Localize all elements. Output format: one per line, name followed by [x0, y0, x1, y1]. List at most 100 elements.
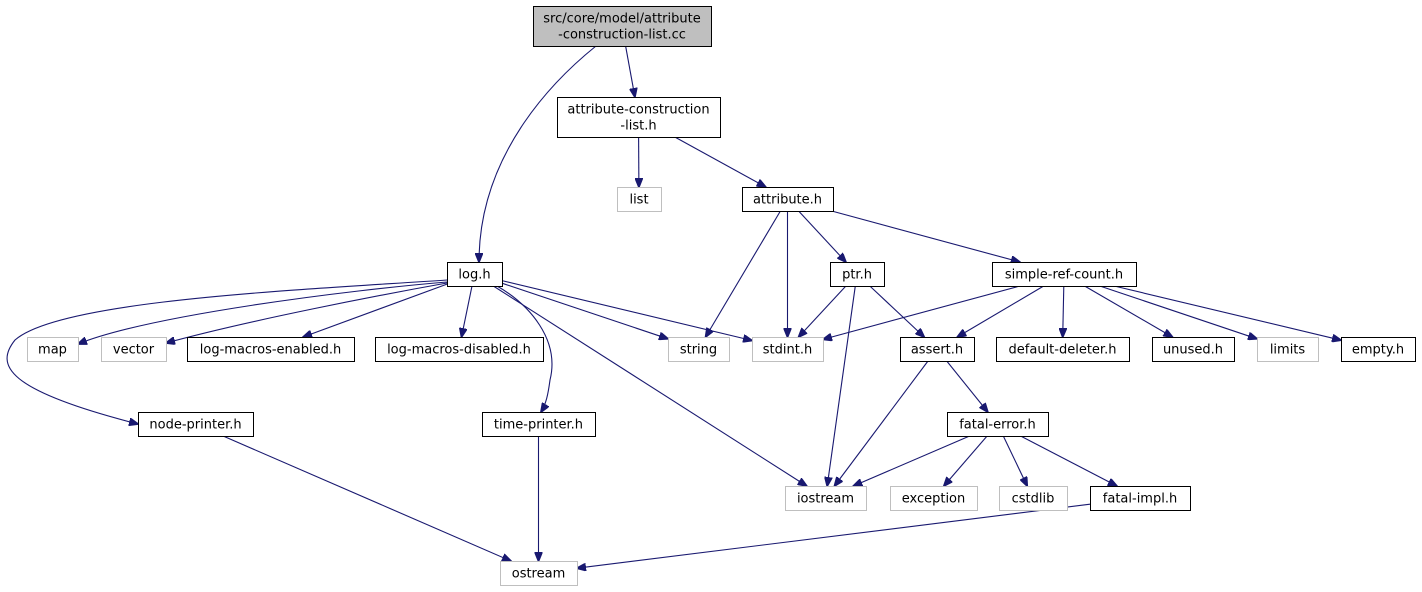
edge-ptr_h-to-stdint_h [799, 285, 847, 337]
node-box-limits [1257, 337, 1319, 362]
node-label-empty_h: empty.h [1352, 343, 1404, 358]
edge-ptr_h-to-assert_h [869, 285, 924, 337]
nodes-layer: src/core/model/attribute-construction-li… [27, 6, 1416, 586]
edge-src_h-to-stdint_h [823, 285, 1020, 339]
node-label-cstdlib: cstdlib [1012, 492, 1055, 507]
node-log_h[interactable]: log.h [447, 262, 503, 287]
node-label-np_h: node-printer.h [149, 418, 241, 433]
node-fe_h[interactable]: fatal-error.h [947, 412, 1049, 437]
node-box-list [617, 187, 662, 212]
node-label-fi_h: fatal-impl.h [1103, 492, 1177, 507]
edges-layer [6, 45, 1341, 568]
node-box-cstdlib [999, 486, 1068, 511]
node-assert_h[interactable]: assert.h [900, 337, 975, 362]
node-lmd_h[interactable]: log-macros-disabled.h [375, 337, 544, 362]
node-dd_h[interactable]: default-deleter.h [996, 337, 1130, 362]
node-box-root [533, 6, 712, 47]
edge-attribute_h-to-ptr_h [798, 210, 846, 262]
edge-src_h-to-empty_h [1114, 285, 1341, 340]
edge-log_h-to-iostream [493, 285, 806, 486]
node-label-ptr_h: ptr.h [842, 268, 872, 283]
edge-src_h-to-dd_h [1063, 285, 1064, 337]
node-label-unused_h: unused.h [1163, 343, 1223, 358]
edge-log_h-to-np_h [6, 279, 448, 424]
node-label-log_h: log.h [458, 268, 490, 283]
node-ptr_h[interactable]: ptr.h [830, 262, 885, 287]
node-box-acl_h [557, 97, 721, 138]
node-src_h[interactable]: simple-ref-count.h [992, 262, 1137, 287]
edge-log_h-to-string [501, 282, 668, 339]
node-label-iostream: iostream [797, 492, 854, 507]
node-box-iostream [785, 486, 867, 511]
edge-log_h-to-lme_h [303, 283, 448, 337]
node-label-dd_h: default-deleter.h [1009, 343, 1117, 358]
node-limits: limits [1257, 337, 1319, 362]
node-label-exception: exception [902, 492, 966, 507]
node-fi_h[interactable]: fatal-impl.h [1090, 486, 1191, 511]
node-ostream: ostream [500, 561, 578, 586]
edge-assert_h-to-fe_h [946, 360, 988, 412]
node-label-string: string [680, 343, 717, 358]
edge-acl_h-to-attribute_h [674, 136, 766, 187]
node-label-limits: limits [1270, 343, 1306, 358]
node-attribute_h[interactable]: attribute.h [742, 187, 834, 212]
edge-src_h-to-limits [1099, 285, 1257, 339]
node-box-assert_h [900, 337, 975, 362]
node-map: map [27, 337, 79, 362]
node-label-stdint_h: stdint.h [763, 343, 812, 358]
edge-fe_h-to-fi_h [1020, 435, 1117, 486]
node-label-acl_h-line-2: -list.h [620, 119, 656, 134]
edge-src_h-to-unused_h [1084, 285, 1173, 337]
edge-assert_h-to-iostream [835, 360, 929, 486]
node-box-fe_h [947, 412, 1049, 437]
edge-fe_h-to-exception [944, 435, 988, 486]
edge-log_h-to-lmd_h [462, 285, 473, 337]
edge-root-to-log_h [479, 45, 597, 262]
node-box-fi_h [1090, 486, 1191, 511]
node-label-ostream: ostream [512, 567, 566, 582]
node-empty_h[interactable]: empty.h [1341, 337, 1416, 362]
node-label-root-line-1: src/core/model/attribute [543, 12, 700, 27]
node-acl_h[interactable]: attribute-construction-list.h [557, 97, 721, 138]
edge-fi_h-to-ostream [577, 503, 1091, 568]
node-label-tp_h: time-printer.h [494, 418, 583, 433]
node-list: list [617, 187, 662, 212]
node-box-unused_h [1152, 337, 1235, 362]
node-box-np_h [138, 412, 254, 437]
node-label-src_h: simple-ref-count.h [1005, 268, 1123, 283]
node-cstdlib: cstdlib [999, 486, 1068, 511]
edge-attribute_h-to-src_h [831, 210, 1020, 262]
node-box-string [668, 337, 730, 362]
edge-attribute_h-to-string [706, 210, 781, 337]
node-label-list: list [629, 193, 648, 208]
node-vector: vector [101, 337, 167, 362]
edge-ptr_h-to-iostream [827, 285, 856, 486]
node-string: string [668, 337, 730, 362]
node-label-map: map [38, 343, 67, 358]
node-box-attribute_h [742, 187, 834, 212]
node-exception: exception [890, 486, 978, 511]
node-box-src_h [992, 262, 1137, 287]
node-box-stdint_h [752, 337, 824, 362]
edge-log_h-to-stdint_h [501, 280, 752, 341]
node-label-root-line-2: -construction-list.cc [558, 28, 686, 43]
node-root[interactable]: src/core/model/attribute-construction-li… [533, 6, 712, 47]
edge-log_h-to-map [78, 281, 448, 344]
node-unused_h[interactable]: unused.h [1152, 337, 1235, 362]
node-lme_h[interactable]: log-macros-enabled.h [187, 337, 355, 362]
node-np_h[interactable]: node-printer.h [138, 412, 254, 437]
node-box-exception [890, 486, 978, 511]
node-label-lme_h: log-macros-enabled.h [200, 343, 341, 358]
node-box-lme_h [187, 337, 355, 362]
edge-src_h-to-assert_h [957, 285, 1044, 337]
node-box-lmd_h [375, 337, 544, 362]
node-box-map [27, 337, 79, 362]
node-tp_h[interactable]: time-printer.h [482, 412, 596, 437]
node-label-attribute_h: attribute.h [753, 193, 822, 208]
edge-fe_h-to-iostream [853, 435, 970, 486]
edge-root-to-acl_h [625, 45, 635, 97]
node-label-lmd_h: log-macros-disabled.h [387, 343, 531, 358]
edge-np_h-to-ostream [222, 435, 511, 561]
node-box-log_h [447, 262, 503, 287]
